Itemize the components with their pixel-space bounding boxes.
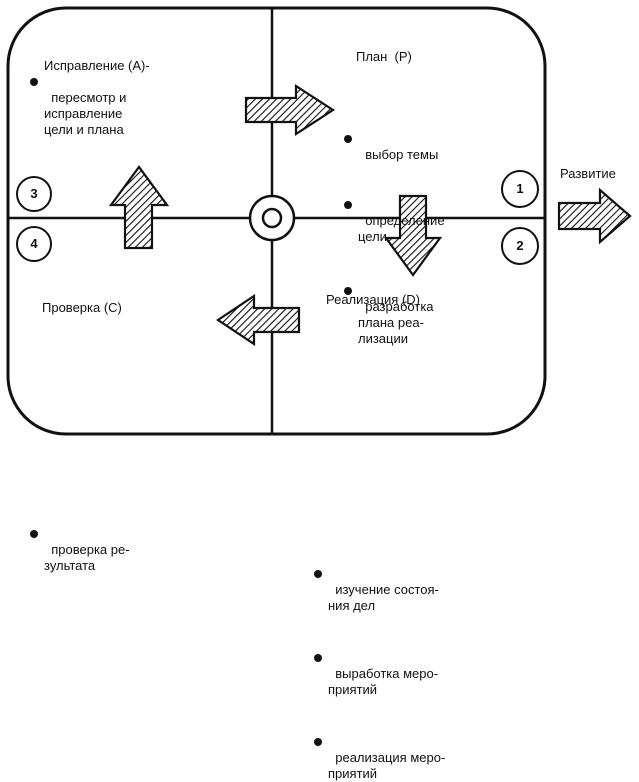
bullet-icon	[344, 201, 352, 209]
circle-2-label: 2	[516, 238, 524, 253]
bullet-icon	[314, 570, 322, 578]
plan-item-2: определение цели	[344, 197, 639, 245]
bullet-icon	[314, 738, 322, 746]
development-label: Развитие	[560, 166, 616, 181]
check-title: Проверка (C)	[42, 300, 122, 315]
arrow-left-check	[216, 293, 301, 347]
arrow-up-act	[108, 165, 170, 250]
arrow-development	[557, 187, 632, 245]
center-dot	[261, 207, 283, 229]
bullet-icon	[30, 78, 38, 86]
plan-title: План (P)	[356, 49, 412, 64]
plan-item-1: выбор темы	[344, 131, 639, 163]
do-item-2: выработка меро- приятий	[314, 650, 639, 698]
circle-4-label: 4	[30, 236, 38, 251]
plan-item-3: разработка плана реа- лизации	[344, 283, 639, 347]
pdca-diagram	[6, 6, 632, 436]
circle-2	[501, 227, 539, 265]
bullet-icon	[30, 530, 38, 538]
cycle-frame	[6, 6, 547, 436]
circle-1-label: 1	[516, 181, 524, 196]
circle-4	[16, 226, 52, 262]
arrow-down-do	[383, 194, 443, 277]
arrow-right-plan	[244, 83, 336, 137]
circle-3	[16, 176, 52, 212]
bullet-icon	[314, 654, 322, 662]
bullet-icon	[344, 287, 352, 295]
circle-1	[501, 170, 539, 208]
do-title: Реализация (D)	[326, 292, 421, 307]
circle-3-label: 3	[30, 186, 38, 201]
act-title: Исправление (A)-	[44, 58, 150, 73]
do-item-3: реализация меро- приятий	[314, 734, 639, 782]
do-item-1: изучение состоя- ния дел	[314, 566, 639, 614]
act-item-1: пересмотр и исправление цели и плана	[30, 74, 639, 138]
bullet-icon	[344, 135, 352, 143]
